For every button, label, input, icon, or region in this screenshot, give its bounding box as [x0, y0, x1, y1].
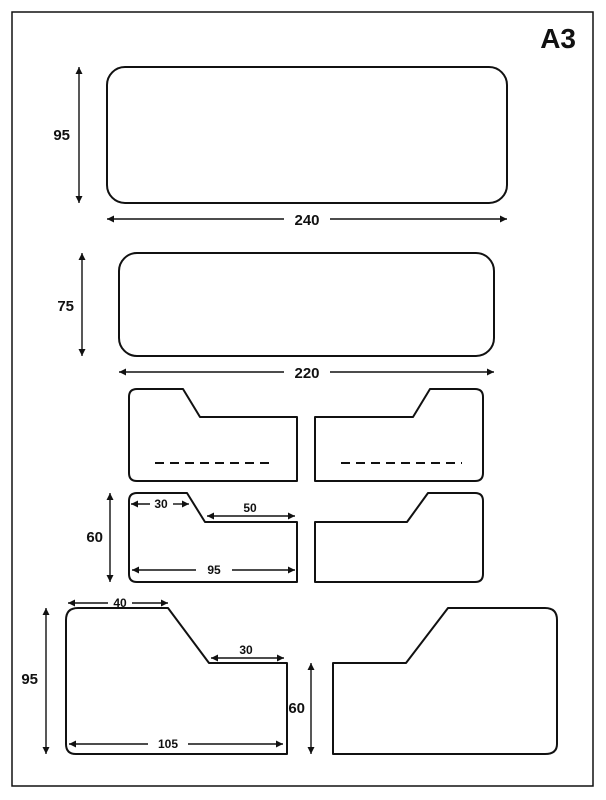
step-piece-right-folded	[314, 388, 484, 482]
step-pair-folded	[128, 388, 484, 482]
rect-medium-width-label: 220	[294, 365, 319, 382]
step-large-width-label: 105	[158, 737, 178, 751]
step-medium-top-label: 30	[154, 497, 168, 511]
step-large-side-height-label: 60	[288, 700, 305, 717]
step-large-pair: 40 30 105 95 60	[21, 596, 558, 755]
rect-medium-height-label: 75	[57, 298, 74, 315]
rect-large-width-label: 240	[294, 212, 319, 229]
step-large-height-label: 95	[21, 671, 38, 688]
step-large-left-outline	[65, 607, 288, 755]
step-large-right-label: 30	[239, 643, 253, 657]
sheet-code: A3	[540, 23, 576, 54]
step-medium-right-outline	[314, 492, 484, 583]
rect-medium-piece: 75 220	[57, 252, 495, 382]
step-medium-right-label: 50	[243, 501, 257, 515]
sheet-border	[11, 11, 594, 787]
step-medium-left-outline	[128, 492, 298, 583]
step-medium-height-label: 60	[86, 529, 103, 546]
rect-medium-outline	[118, 252, 495, 357]
step-piece-left-folded	[128, 388, 298, 482]
rect-large-outline	[106, 66, 508, 204]
rect-large-piece: 95 240	[53, 66, 508, 229]
step-large-top-label: 40	[113, 596, 127, 610]
step-medium-width-label: 95	[207, 563, 221, 577]
step-medium-pair: 30 50 95 60	[86, 492, 484, 583]
step-large-right-outline	[332, 607, 558, 755]
rect-large-height-label: 95	[53, 127, 70, 144]
